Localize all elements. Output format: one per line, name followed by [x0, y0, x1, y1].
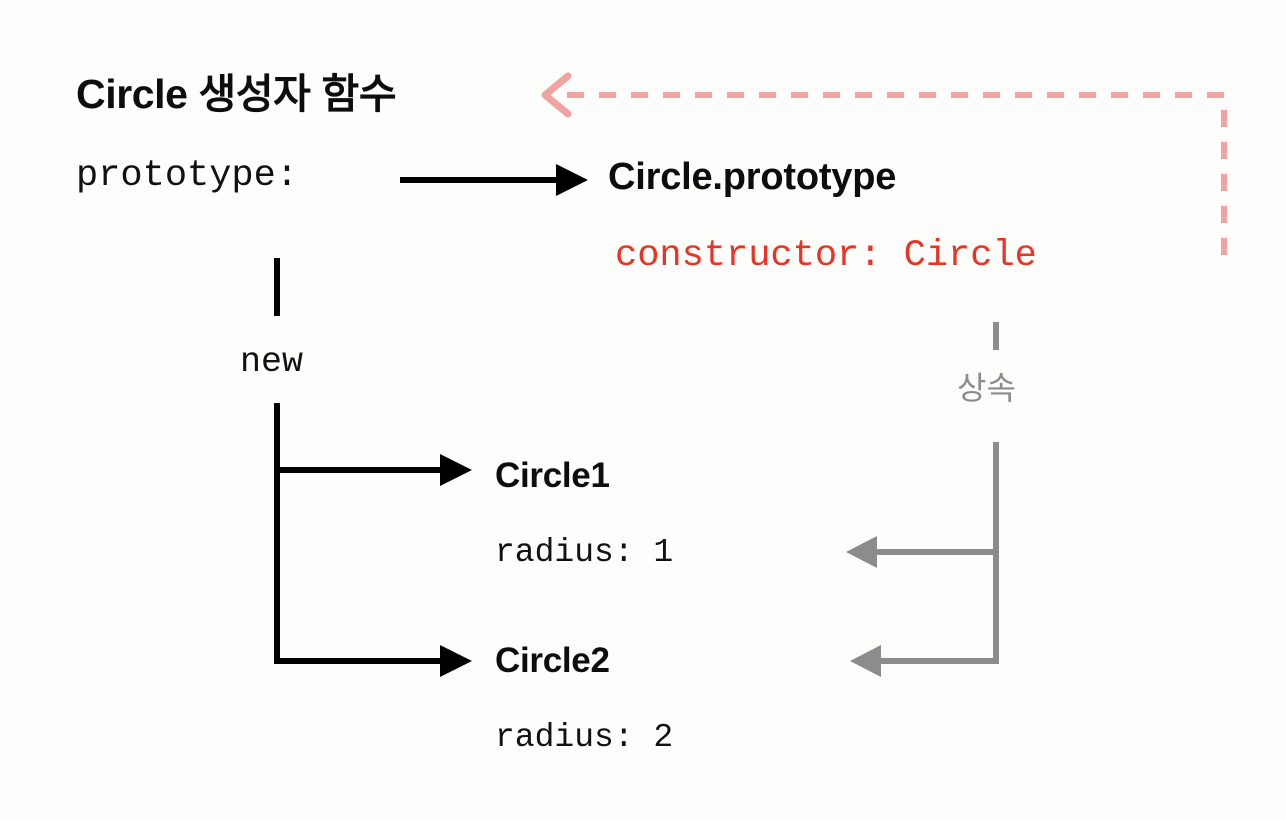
prototype-object-title: Circle.prototype	[608, 156, 897, 198]
instance-circle2-name: Circle2	[495, 641, 610, 680]
new-edge-label: new	[240, 342, 304, 382]
instance-circle1-radius: radius: 1	[495, 534, 674, 571]
prototype-edge-arrow	[400, 164, 588, 196]
inherit-branch-edges	[846, 442, 999, 677]
new-branch-edges	[274, 403, 472, 677]
instance-circle2-radius: radius: 2	[495, 719, 674, 756]
constructor-property-label: constructor: Circle	[615, 235, 1037, 277]
inherit-edge-label: 상속	[957, 370, 1016, 406]
constructor-function-title: Circle 생성자 함수	[76, 71, 397, 117]
instance-circle1-name: Circle1	[495, 456, 610, 495]
prototype-property-label: prototype:	[76, 155, 299, 197]
